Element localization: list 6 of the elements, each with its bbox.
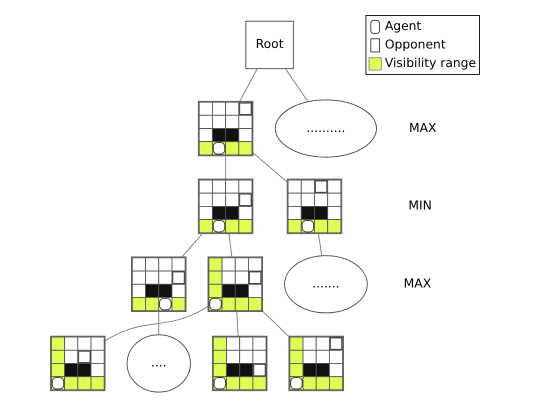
legend-label: Agent <box>384 19 421 34</box>
label: MIN <box>408 198 432 213</box>
legend-label: Opponent <box>384 38 446 52</box>
legend-label: Visibility range <box>384 56 476 70</box>
label: MAX <box>408 120 436 135</box>
label: MAX <box>403 276 431 291</box>
